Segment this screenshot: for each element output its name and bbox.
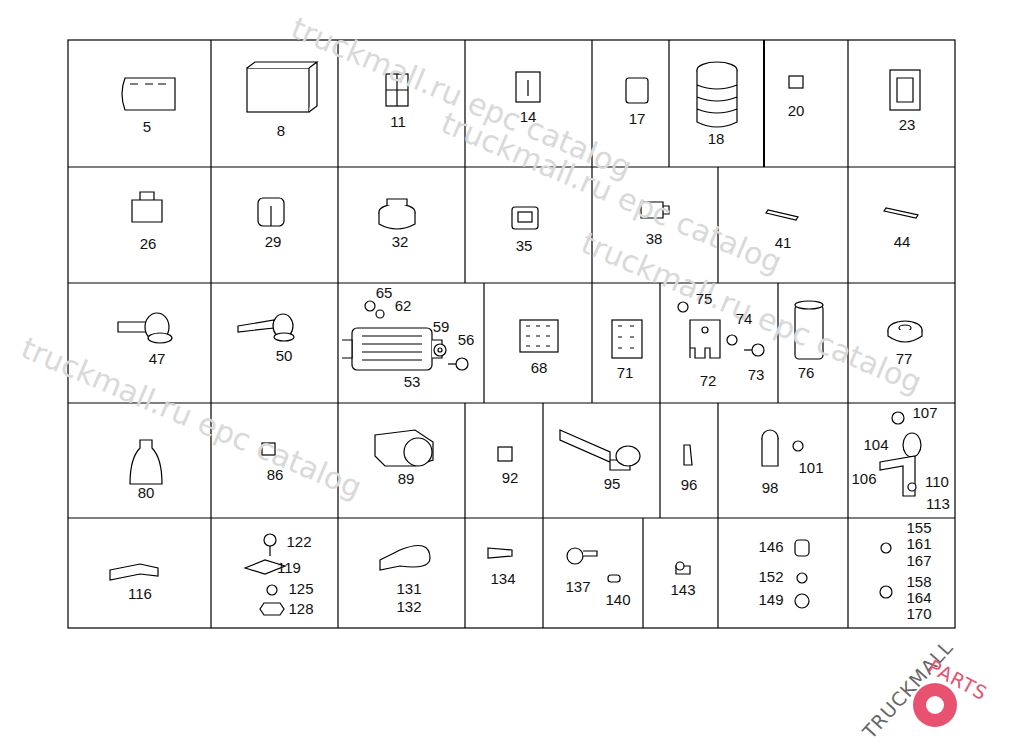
callout-number: 72	[700, 373, 717, 388]
callout-number: 71	[617, 365, 634, 380]
watermark: truckmall.ru epc catalog	[16, 330, 367, 505]
callout-number: 128	[288, 601, 313, 616]
callout-number: 73	[748, 367, 765, 382]
callout-number: 167	[906, 553, 931, 568]
callout-number: 68	[531, 360, 548, 375]
callout-number: 14	[520, 109, 537, 124]
callout-number: 170	[906, 606, 931, 621]
callout-number: 164	[906, 590, 931, 605]
callout-number: 38	[646, 231, 663, 246]
callout-number: 41	[775, 235, 792, 250]
callout-number: 101	[798, 460, 823, 475]
watermark: truckmall.ru epc catalog	[286, 10, 637, 185]
callout-number: 131	[396, 581, 421, 596]
callout-number: 132	[396, 599, 421, 614]
callout-number: 137	[565, 579, 590, 594]
callout-number: 29	[265, 234, 282, 249]
callout-number: 158	[906, 574, 931, 589]
callout-number: 20	[788, 103, 805, 118]
callout-number: 106	[851, 471, 876, 486]
callout-number: 17	[629, 111, 646, 126]
callout-number: 149	[758, 592, 783, 607]
callout-number: 65	[376, 285, 393, 300]
callout-number: 134	[490, 571, 515, 586]
callout-number: 44	[894, 234, 911, 249]
callout-number: 86	[267, 467, 284, 482]
callout-number: 107	[912, 405, 937, 420]
callout-number: 35	[516, 238, 533, 253]
callout-number: 92	[502, 470, 519, 485]
callout-number: 8	[277, 123, 285, 138]
callout-number: 56	[458, 332, 475, 347]
callout-number: 62	[395, 298, 412, 313]
callout-number: 119	[277, 560, 301, 575]
callout-number: 75	[696, 291, 713, 306]
callout-number: 5	[143, 119, 151, 134]
callout-number: 59	[433, 319, 450, 334]
callout-number: 110	[925, 474, 949, 489]
callout-number: 18	[708, 131, 725, 146]
callout-number: 161	[906, 536, 931, 551]
callout-number: 113	[926, 496, 950, 511]
callout-number: 32	[392, 234, 409, 249]
callout-number: 95	[604, 476, 621, 491]
callout-number: 96	[681, 477, 698, 492]
callout-number: 50	[276, 348, 293, 363]
callout-number: 77	[896, 351, 913, 366]
callout-number: 74	[736, 311, 753, 326]
callout-number: 80	[138, 485, 155, 500]
callout-number: 146	[758, 539, 783, 554]
callout-number: 140	[605, 592, 630, 607]
callout-number: 104	[863, 437, 888, 452]
callout-number: 23	[899, 117, 916, 132]
callout-number: 76	[798, 365, 815, 380]
callout-number: 155	[906, 520, 931, 535]
callout-number: 26	[140, 236, 157, 251]
callout-number: 47	[149, 351, 166, 366]
callout-number: 89	[398, 471, 415, 486]
callout-number: 53	[404, 374, 421, 389]
callout-number: 152	[758, 569, 783, 584]
callout-number: 98	[762, 480, 779, 495]
callout-number: 122	[286, 534, 311, 549]
callout-number: 143	[670, 582, 695, 597]
callout-number: 116	[128, 586, 152, 601]
callout-number: 125	[288, 581, 313, 596]
callout-number: 11	[390, 114, 406, 129]
